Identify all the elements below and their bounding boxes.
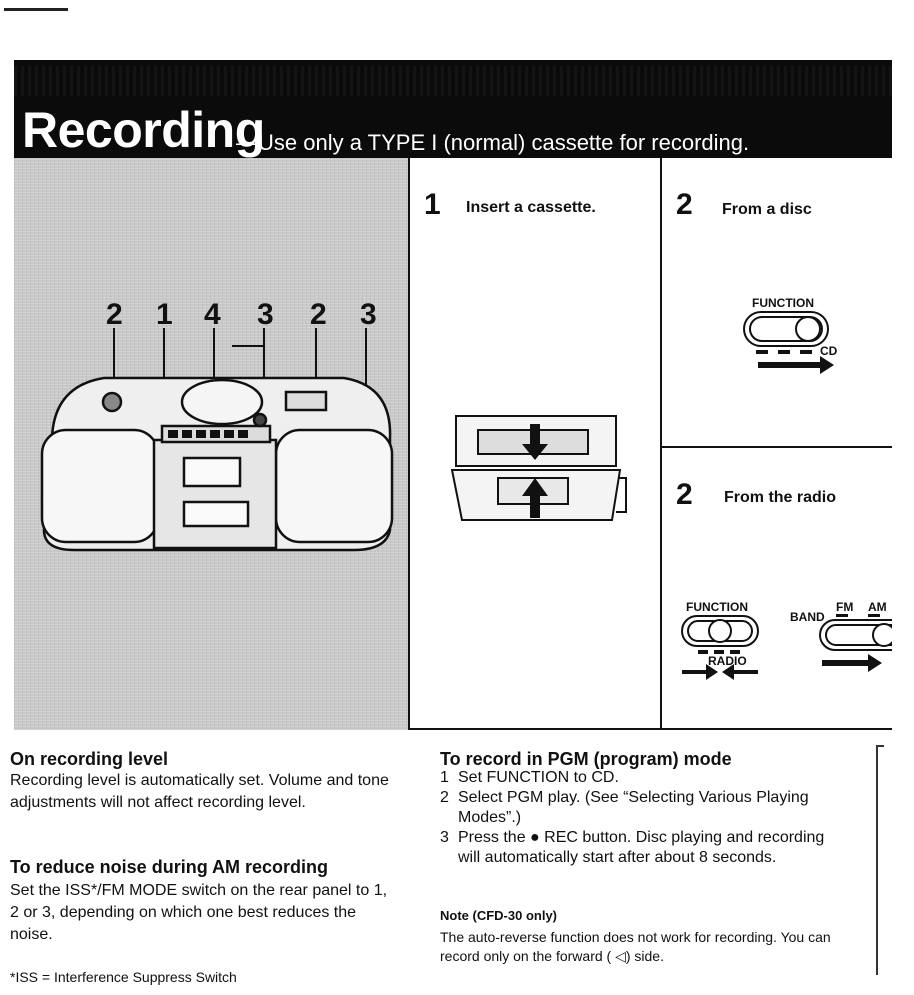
disc-function-label: FUNCTION — [752, 296, 814, 310]
pgm-step-text: Press the ● REC button. Disc playing and… — [458, 829, 825, 866]
side-bracket — [876, 745, 884, 975]
note-title: Note (CFD-30 only) — [440, 908, 557, 923]
callout-3b: 3 — [360, 298, 377, 331]
radio-position-label: RADIO — [708, 654, 747, 668]
recording-level-title: On recording level — [10, 749, 169, 769]
banner-hatch — [14, 66, 892, 96]
pgm-step: 1 Set FUNCTION to CD. — [440, 768, 840, 788]
step-2-radio-number: 2 — [676, 478, 693, 511]
callout-1: 1 — [156, 298, 173, 331]
recording-level-text: Recording level is automatically set. Vo… — [10, 772, 389, 811]
band-switch-figure — [819, 614, 892, 672]
callout-4: 4 — [204, 298, 221, 331]
pgm-step-number: 2 — [440, 789, 449, 806]
top-rule — [4, 8, 68, 11]
callout-2a: 2 — [106, 298, 123, 331]
noise-reduction-text: Set the ISS*/FM MODE switch on the rear … — [10, 882, 388, 943]
page-subtitle: —Use only a TYPE I (normal) cassette for… — [236, 130, 750, 155]
am-label: AM — [868, 600, 887, 614]
callout-3a: 3 — [257, 298, 274, 331]
pgm-step: 2 Select PGM play. (See “Selecting Variou… — [440, 788, 840, 828]
cassette-insert-figure — [450, 415, 627, 521]
header-banner: Recording — [14, 60, 892, 158]
instruction-panels: 1 Insert a cassette. 2 From a disc FUNCT… — [408, 158, 892, 730]
boombox-drawing: 2 1 4 3 2 3 — [40, 298, 394, 552]
page-title: Recording — [22, 102, 265, 158]
pgm-step-text: Set FUNCTION to CD. — [458, 769, 619, 786]
function-switch-radio-figure — [681, 615, 759, 680]
step-2-radio-label: From the radio — [724, 489, 837, 506]
fm-label: FM — [836, 600, 854, 614]
noise-reduction-title: To reduce noise during AM recording — [10, 857, 329, 877]
step-1-number: 1 — [424, 188, 441, 221]
step-1-label: Insert a cassette. — [466, 199, 596, 216]
pgm-step-text: Select PGM play. (See “Selecting Various… — [458, 789, 809, 826]
iss-footnote: *ISS = Interference Suppress Switch — [10, 969, 237, 985]
pgm-step-number: 3 — [440, 829, 449, 846]
pgm-steps-list: 1 Set FUNCTION to CD. 2 Select PGM play. (… — [440, 768, 840, 868]
step-2-disc-number: 2 — [676, 188, 693, 221]
step-2-disc-label: From a disc — [722, 201, 812, 218]
radio-function-label: FUNCTION — [686, 600, 748, 614]
note-text: The auto-reverse function does not work … — [440, 929, 831, 964]
panel-divider-horizontal — [660, 446, 892, 448]
pgm-mode-title: To record in PGM (program) mode — [440, 749, 732, 769]
band-label: BAND — [790, 610, 825, 624]
panel-divider-bottom — [408, 728, 892, 730]
panel-divider-middle — [660, 158, 662, 730]
panel-divider-left — [408, 158, 410, 730]
cd-position-label: CD — [820, 344, 838, 358]
function-switch-cd-figure — [743, 311, 834, 374]
callout-2b: 2 — [310, 298, 327, 331]
pgm-step: 3 Press the ● REC button. Disc playing an… — [440, 828, 840, 868]
boombox-illustration: 2 1 4 3 2 3 — [14, 158, 408, 730]
pgm-step-number: 1 — [440, 769, 449, 786]
